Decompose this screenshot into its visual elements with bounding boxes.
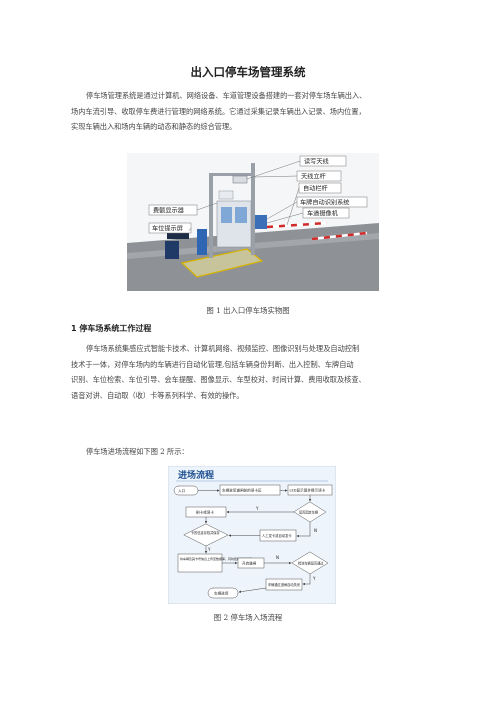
label-yes: Y — [255, 506, 259, 511]
label-yes-3: Y — [312, 576, 316, 581]
label-antenna-pole: 天线立杆 — [301, 173, 326, 181]
parking-equipment-figure: 读写天线 天线立杆 自动栏杆 车牌自动识别系统 车道摄像机 费额显示器 车位提示… — [127, 153, 379, 291]
section-line: 识别、车位检索、车位引导、会车提醒、图像显示、车型校对、时间计算、费用收取及核查… — [71, 375, 366, 384]
section-line: 技术于一体，对停车场内的车辆进行自动化管理,包括车辆身份判断、出入控制、车牌自动 — [71, 359, 354, 369]
section-line: 语音对讲、自动取（收）卡等系列科学、有效的操作。 — [71, 390, 244, 400]
label-fee-display: 费额显示器 — [153, 207, 185, 215]
intro-line: 场内车流引导、收取停车费进行管理的网络系统。它通过采集记录车辆出入记录、场内位置… — [71, 106, 366, 116]
label-yes-2: Y — [207, 547, 211, 552]
label-space-display: 车位提示屏 — [152, 225, 183, 233]
document-title: 出入口停车场管理系统 — [190, 65, 306, 79]
figure2-caption: 图 2 停车场入场流程 — [213, 613, 283, 622]
label-auto-barrier: 自动栏杆 — [303, 185, 328, 193]
section-line: 停车场系统集感应式智能卡技术、计算机网络、视频监控、图像识别与处理及自动控制 — [86, 344, 360, 353]
decision-save: 卡的信息存档并保存 — [191, 530, 220, 535]
flowchart-header: 进场流程 — [178, 469, 214, 481]
label-plate-recognition: 车牌自动识别系统 — [300, 199, 350, 207]
entry-flowchart: 进场流程 入口 车辆驶至道闸前的读卡区 LED显示屏并提示读卡 刷卡或读卡 是否… — [168, 466, 336, 604]
decision-passed: 检测车辆是否通过 — [298, 561, 324, 566]
node-open-gate: 开启道闸 — [242, 561, 257, 566]
label-antenna: 读写天线 — [304, 158, 329, 166]
node-vehicle-detected: 车辆驶至道闸前的读卡区 — [222, 488, 262, 493]
node-record-upload: 将车辆及其卡号信息上传至数据库，同时控制道闸打开 — [180, 556, 252, 561]
intro-line: 实现车辆出入和场内车辆的动态和静态的综合管理。 — [71, 122, 237, 131]
label-lane-camera: 车道摄像机 — [307, 210, 339, 218]
label-no: N — [314, 528, 317, 533]
node-entrance: 入口 — [178, 488, 186, 493]
flow-intro: 停车场进场流程如下图 2 所示： — [86, 447, 189, 456]
section-heading: 1 停车场系统工作过程 — [71, 324, 152, 333]
decision-valid: 是否固定车辆 — [299, 510, 319, 515]
label-no-2: N — [276, 555, 279, 560]
node-led-prompt: LED显示屏并提示读卡 — [290, 488, 326, 493]
intro-line: 停车场管理系统是通过计算机、网络设备、车道管理设备搭建的一套对停车场车辆出入、 — [86, 91, 367, 100]
node-manual-card: 人工发卡或自动发卡 — [262, 533, 292, 538]
node-vehicle-enters: 车辆进场 — [214, 591, 229, 596]
node-read-card: 刷卡或读卡 — [196, 510, 214, 515]
node-gate-close: 车辆通过道闸自动关闭 — [268, 582, 300, 587]
figure1-caption: 图 1 出入口停车场实物图 — [206, 306, 290, 315]
section-paragraph: 停车场系统集感应式智能卡技术、计算机网络、视频监控、图像识别与处理及自动控制 技… — [71, 341, 429, 403]
intro-paragraph: 停车场管理系统是通过计算机、网络设备、车道管理设备搭建的一套对停车场车辆出入、 … — [71, 88, 429, 135]
